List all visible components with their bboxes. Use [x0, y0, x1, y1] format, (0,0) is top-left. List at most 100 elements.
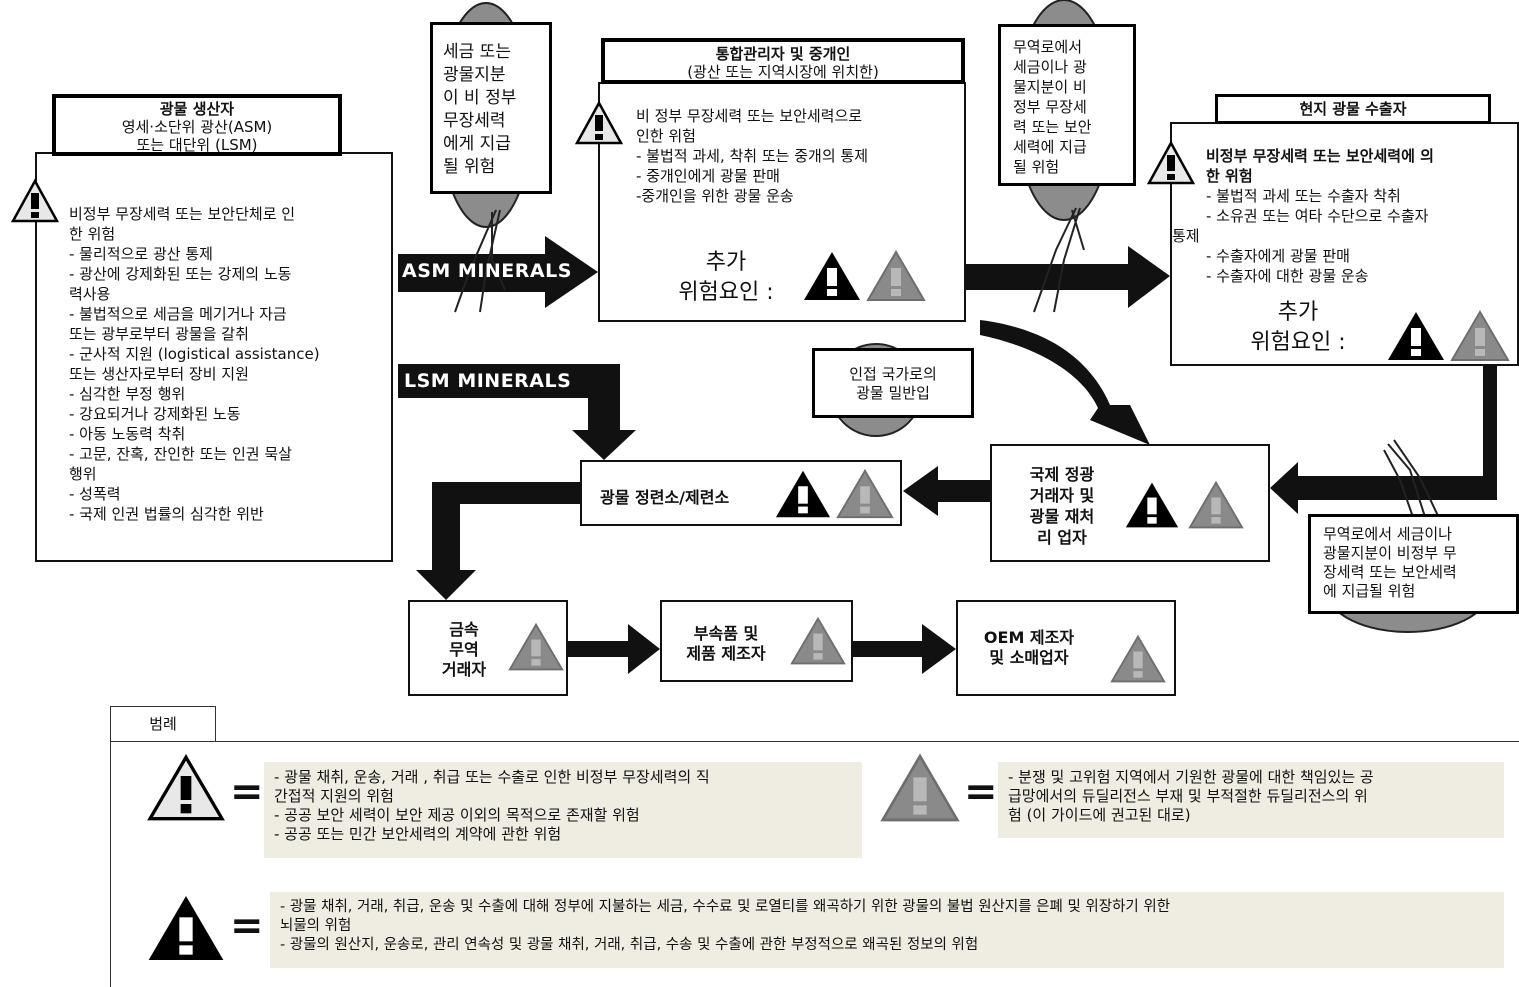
producer-risk-line: - 강요되거나 강제화된 노동 [69, 405, 241, 423]
producer-box: 비정부 무장세력 또는 보안단체로 인 한 위험 - 물리적으로 광산 통제 -… [35, 152, 393, 562]
producer-risk-line: - 성폭력 [69, 485, 121, 503]
component-box: 부속품 및 제품 제조자 [660, 600, 853, 682]
intermediary-additional-1: 추가 [705, 250, 747, 275]
intermediary-traders-arrow [980, 320, 1150, 445]
component-line: 제품 제조자 [686, 644, 766, 663]
traders-smelter-arrow [903, 466, 990, 516]
metal-traders-line: 금속 [449, 620, 479, 639]
producer-subtitle-2: 또는 대단위 (LSM) [136, 136, 258, 154]
legend-equals-3: = [230, 903, 264, 949]
callout-3-line: 무역로에서 세금이나 [1323, 525, 1452, 543]
legend-outline-text: - 광물 채취, 운송, 거래 , 취급 또는 수출로 인한 비정부 무장세력의… [264, 762, 862, 858]
legend-black-warning-icon [148, 896, 224, 960]
traders-line: 리 업자 [1037, 528, 1087, 547]
callout-1-line: 세금 또는 [443, 42, 511, 62]
legend-black-text: - 광물 채취, 거래, 취급, 운송 및 수출에 대해 정부에 지불하는 세금… [270, 892, 1504, 968]
legend-black-line: 뇌물의 위험 [280, 918, 352, 934]
traders-line: 광물 재처 [1029, 507, 1095, 526]
intermediary-additional-2: 위험요인 : [678, 280, 774, 305]
exporter-risk-line: - 수출자에게 광물 판매 [1206, 247, 1350, 265]
traders-line: 거래자 및 [1029, 486, 1095, 505]
producer-risk-line: - 군사적 지원 (logistical assistance) [69, 345, 320, 363]
traders-label: 국제 정광 거래자 및 광물 재처 리 업자 [1012, 464, 1112, 548]
callout-2-line: 물지분이 비 [1013, 78, 1087, 96]
exporter-risk-heading: 비정부 무장세력 또는 보안세력에 의 [1206, 147, 1434, 165]
intermediary-subtitle: (광산 또는 지역시장에 위치한) [687, 63, 879, 81]
smuggling-line: 인접 국가로의 [849, 365, 937, 383]
traders-line: 국제 정광 [1029, 465, 1095, 484]
producer-subtitle-1: 영세·소단위 광산(ASM) [121, 118, 273, 136]
intermediary-risks: 비 정부 무장세력 또는 보안세력으로 인한 위험 - 불법적 과세, 착취 또… [636, 106, 956, 206]
traders-box: 국제 정광 거래자 및 광물 재처 리 업자 [990, 444, 1270, 562]
traders-grey-warning-icon [1188, 480, 1244, 529]
exporter-header: 현지 광물 수출자 [1215, 94, 1491, 124]
lsm-arrow [398, 364, 636, 460]
legend-grey-line: 급망에서의 듀딜리전스 부재 및 부적절한 듀딜리전스의 위 [1008, 787, 1368, 805]
intermediary-header: 통합관리자 및 중개인 (광산 또는 지역시장에 위치한) [601, 38, 965, 84]
metal-traders-label: 금속 무역 거래자 [424, 620, 504, 680]
legend-tab-label: 범례 [149, 715, 177, 733]
producer-risk-line: 력사용 [69, 285, 111, 303]
legend-outline-warning-icon [147, 754, 225, 821]
exporter-traders-arrow [1270, 366, 1497, 514]
intermediary-risk-line: -중개인을 위한 광물 운송 [636, 187, 794, 205]
producer-risk-line: - 고문, 잔혹, 잔인한 또는 인권 묵살 [69, 445, 292, 463]
producer-risk-line: - 불법적으로 세금을 메기거나 자금 [69, 305, 287, 323]
tax-callout-2: 무역로에서 세금이나 광 물지분이 비 정부 무장세 력 또는 보안 세력에 지… [998, 24, 1136, 186]
callout-1-line: 광물지분 [443, 65, 506, 85]
exporter-additional-2: 위험요인 : [1250, 330, 1346, 355]
callout-2-line: 될 위험 [1013, 158, 1060, 176]
exporter-risk-heading: 한 위험 [1206, 167, 1253, 185]
oem-label: OEM 제조자 및 소매업자 [970, 628, 1088, 668]
producer-risk-line: 한 위험 [69, 225, 116, 243]
metal-traders-line: 거래자 [441, 660, 487, 679]
legend-outline-line: - 공공 보안 세력이 보안 제공 이외의 목적으로 존재할 위험 [274, 806, 640, 824]
legend-grey-warning-icon [880, 753, 960, 822]
callout-2-line: 정부 무장세 [1013, 98, 1087, 116]
tax-callout-3: 무역로에서 세금이나 광물지분이 비정부 무 장세력 또는 보안세력 에 지급될… [1308, 514, 1519, 614]
smelter-grey-warning-icon [836, 468, 894, 519]
producer-risk-line: - 국제 인권 법률의 심각한 위반 [69, 505, 264, 523]
component-line: 부속품 및 [693, 624, 759, 643]
component-oem-arrow [853, 624, 956, 674]
oem-line: 및 소매업자 [989, 648, 1069, 667]
intermediary-box: 비 정부 무장세력 또는 보안세력으로 인한 위험 - 불법적 과세, 착취 또… [598, 82, 966, 322]
smelter-black-warning-icon [775, 470, 831, 518]
callout-1-line: 이 비 정부 [443, 88, 517, 108]
component-grey-warning-icon [790, 616, 846, 665]
producer-risk-line: - 물리적으로 광산 통제 [69, 245, 213, 263]
metal-traders-line: 무역 [449, 640, 479, 659]
producer-risk-line: 또는 광부로부터 광물을 갈취 [69, 325, 249, 343]
producer-risk-line: 행위 [69, 465, 97, 483]
callout-3-line: 광물지분이 비정부 무 [1323, 544, 1457, 562]
legend-tab: 범례 [110, 706, 216, 742]
producer-warning-outline-icon [10, 178, 60, 223]
metal-traders-grey-warning-icon [508, 622, 564, 671]
metal-traders-box: 금속 무역 거래자 [408, 600, 568, 696]
intermediary-title: 통합관리자 및 중개인 [715, 45, 851, 63]
intermediary-risk-line: 인한 위험 [636, 127, 696, 145]
exporter-black-warning-icon [1388, 312, 1444, 360]
smelter-label: 광물 정련소/제련소 [600, 488, 730, 507]
smelter-metal-arrow [416, 482, 582, 600]
legend-black-line: - 광물의 원산지, 운송로, 관리 연속성 및 광물 채취, 거래, 취급, … [280, 937, 979, 953]
callout-2-line: 세금이나 광 [1013, 58, 1087, 76]
producer-title: 광물 생산자 [159, 100, 235, 118]
callout-2-line: 무역로에서 [1013, 38, 1083, 56]
exporter-risk-line: 통제 [1172, 227, 1200, 245]
legend-outline-line: - 광물 채취, 운송, 거래 , 취급 또는 수출로 인한 비정부 무장세력의… [274, 768, 710, 786]
exporter-additional: 추가 위험요인 : [1238, 298, 1358, 358]
intermediary-risk-line: - 불법적 과세, 착취 또는 중개의 통제 [636, 147, 868, 165]
exporter-box: 비정부 무장세력 또는 보안세력에 의 한 위험 - 불법적 과세 또는 수출자… [1170, 122, 1519, 366]
intermediary-grey-warning-icon [866, 250, 926, 301]
legend-black-line: - 광물 채취, 거래, 취급, 운송 및 수출에 대해 정부에 지불하는 세금… [280, 899, 1171, 915]
callout-1-line: 에게 지급 [443, 134, 511, 154]
smuggling-line: 광물 밀반입 [856, 384, 930, 402]
producer-risk-line: - 아동 노동력 착취 [69, 425, 186, 443]
exporter-risk-line: - 수출자에 대한 광물 운송 [1206, 267, 1369, 285]
callout-1-line: 무장세력 [443, 111, 506, 131]
producer-risk-line: 비정부 무장세력 또는 보안단체로 인 [69, 205, 296, 223]
legend-grey-text: - 분쟁 및 고위험 지역에서 기원한 광물에 대한 책임있는 공 급망에서의 … [998, 762, 1504, 838]
component-label: 부속품 및 제품 제조자 [670, 624, 782, 664]
traders-black-warning-icon [1125, 482, 1179, 528]
